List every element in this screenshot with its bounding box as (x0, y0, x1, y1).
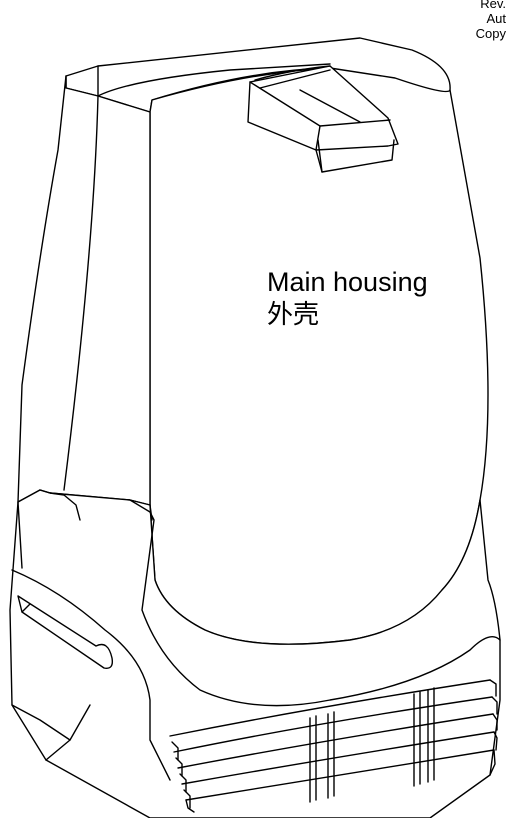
part-label-english: Main housing (267, 267, 428, 297)
part-label-chinese: 外壳 (267, 300, 320, 330)
title-block-rev: Rev. (480, 0, 506, 11)
housing-body (149, 67, 489, 645)
title-block-author: Aut (486, 11, 506, 26)
vent-flap (247, 65, 399, 173)
title-block-copyright: Copy (475, 26, 506, 41)
fin-ribs (309, 687, 435, 803)
handle-slot (17, 595, 114, 669)
housing-side (17, 75, 151, 506)
base-unit (9, 489, 501, 818)
part-callout: Main housing 外壳 (267, 266, 428, 332)
title-block: Rev. Aut Copy (476, 0, 506, 41)
